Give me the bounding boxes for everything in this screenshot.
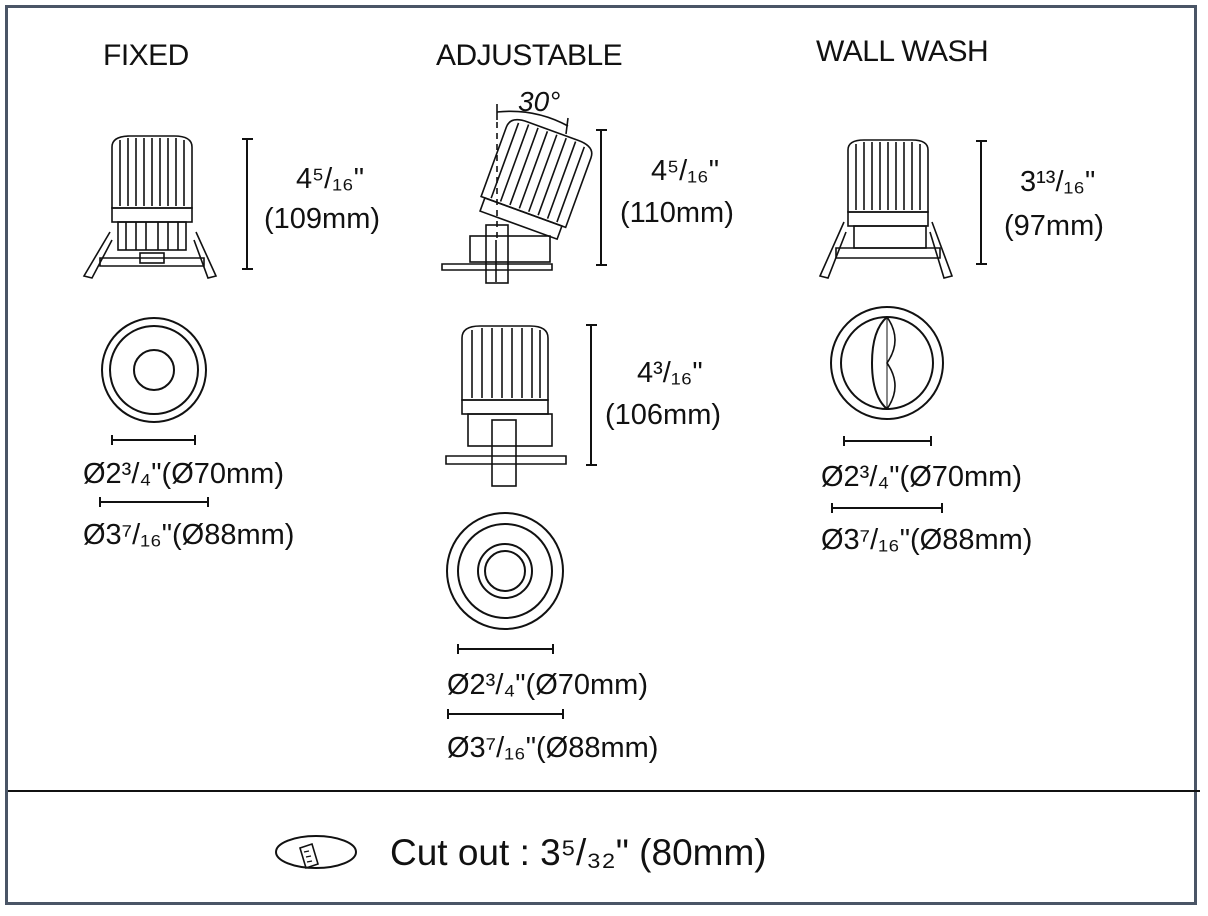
adjustable-inner-dia-dimension (457, 644, 554, 654)
wallwash-height-inch: 3¹³/₁₆" (1020, 166, 1096, 198)
wallwash-inner-dia-dimension (843, 436, 932, 446)
wallwash-inner-diameter: Ø2³/₄"(Ø70mm) (821, 461, 1022, 493)
adjustable-tilted-height-mm: (110mm) (620, 197, 734, 229)
saw-cutout-icon (275, 835, 357, 870)
adjustable-title: ADJUSTABLE (436, 39, 623, 72)
adjustable-inner-diameter: Ø2³/₄"(Ø70mm) (447, 669, 648, 701)
adjustable-straight-height-inch: 4³/₁₆" (637, 357, 703, 389)
adjustable-outer-dia-dimension (447, 709, 564, 719)
fixed-height-dimension (242, 138, 253, 270)
wallwash-title: WALL WASH (816, 35, 989, 68)
adjustable-straight-height-dimension (586, 324, 597, 466)
fixed-inner-dia-dimension (111, 435, 196, 445)
wallwash-height-dimension (976, 140, 987, 265)
fixed-outer-dia-dimension (99, 497, 209, 507)
fixed-side-view (82, 135, 218, 279)
adjustable-straight-height-mm: (106mm) (605, 399, 722, 431)
fixed-height-inch: 4⁵/₁₆" (296, 163, 364, 195)
adjustable-front-view (446, 512, 564, 630)
wallwash-height-mm: (97mm) (1004, 210, 1104, 242)
fixed-height-mm: (109mm) (264, 203, 381, 235)
adjustable-tilted-view (441, 118, 593, 284)
cutout-label: Cut out : 3⁵/₃₂" (80mm) (390, 832, 767, 873)
wallwash-side-view (818, 139, 954, 279)
wallwash-outer-diameter: Ø3⁷/₁₆"(Ø88mm) (821, 524, 1033, 556)
fixed-outer-diameter: Ø3⁷/₁₆"(Ø88mm) (83, 519, 295, 551)
fixed-inner-diameter: Ø2³/₄"(Ø70mm) (83, 458, 284, 490)
adjustable-outer-diameter: Ø3⁷/₁₆"(Ø88mm) (447, 732, 659, 764)
adjustable-tilted-height-inch: 4⁵/₁₆" (651, 155, 719, 187)
wallwash-outer-dia-dimension (831, 503, 943, 513)
fixed-front-view (101, 317, 207, 423)
diagram-frame (5, 5, 1197, 905)
fixed-title: FIXED (103, 39, 189, 72)
wallwash-front-view (830, 306, 944, 420)
adjustable-straight-view (445, 325, 567, 487)
adjustable-tilt-angle: 30° (518, 86, 561, 117)
adjustable-tilted-height-dimension (596, 129, 607, 266)
